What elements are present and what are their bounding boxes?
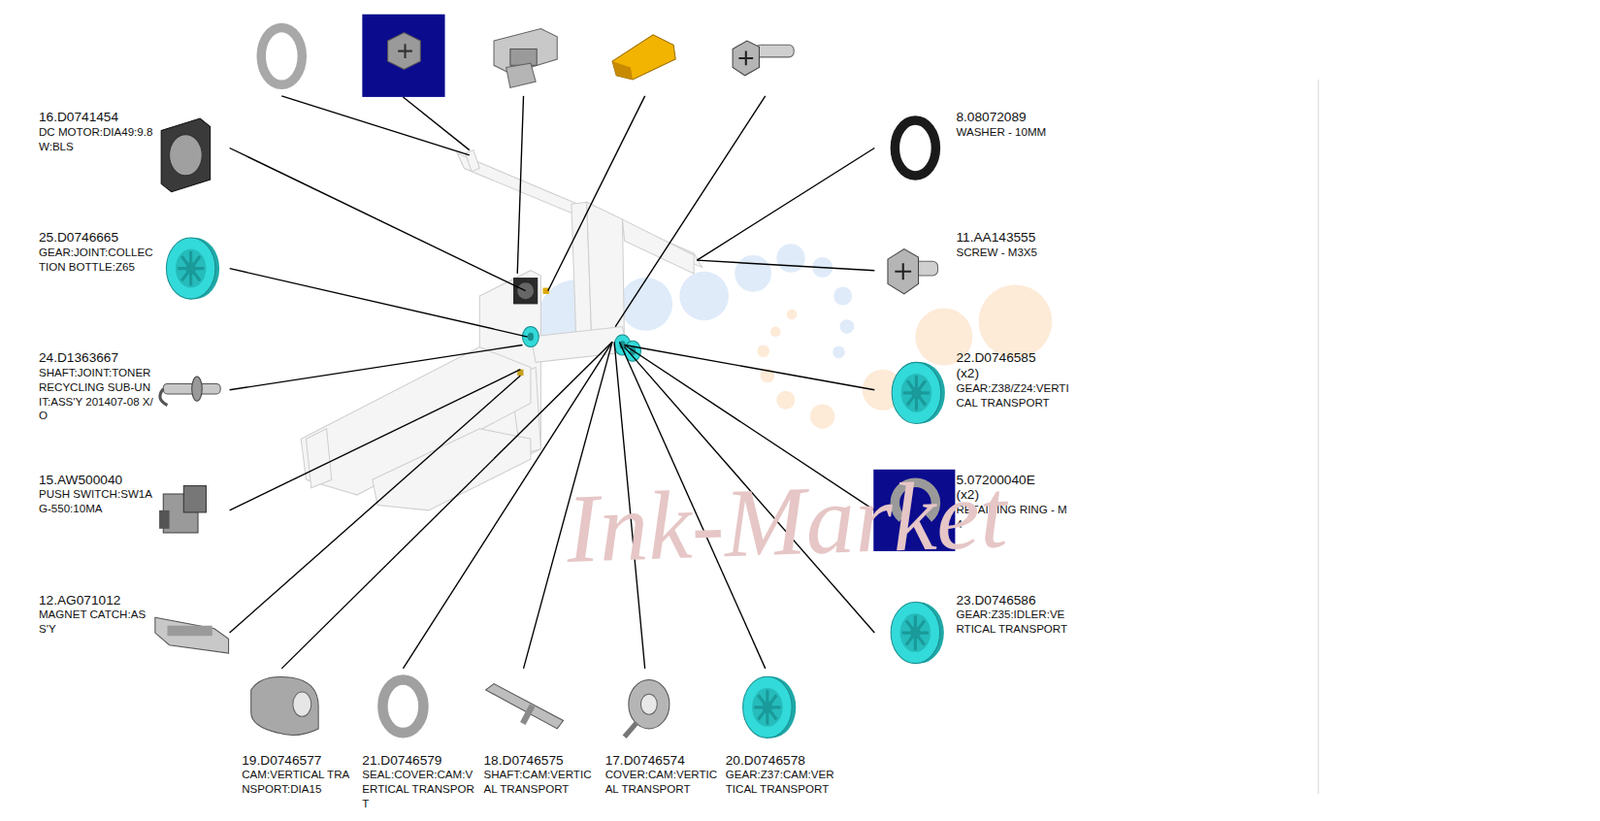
watermark: Ink-Market bbox=[564, 457, 1010, 587]
part-callout: 8.08072089WASHER - 10MM bbox=[955, 109, 1071, 139]
part-name: DC MOTOR:DIA49:9.8W:BLS bbox=[38, 124, 154, 153]
part-name: SHAFT:JOINT:TONER RECYCLING SUB-UNIT:ASS… bbox=[38, 365, 154, 424]
callout-number: 16.D0741454 bbox=[38, 109, 154, 126]
part-name: COVER:CAM:VERTICAL TRANSPORT bbox=[605, 767, 720, 796]
callout-number: 25.D0746665 bbox=[38, 229, 154, 246]
cam-cover-icon bbox=[624, 679, 670, 737]
screw-icon bbox=[887, 249, 939, 294]
part-name: GEAR:JOINT:COLLECTION BOTTLE:Z65 bbox=[38, 244, 154, 273]
callout-number: (x2) bbox=[955, 365, 1071, 382]
gear-icon bbox=[165, 237, 220, 299]
part-callout: 22.D0746585(x2)GEAR:Z38/Z24:VERTICAL TRA… bbox=[955, 350, 1071, 410]
callout-number: 20.D0746578 bbox=[725, 751, 841, 768]
callout-number: 18.D0746575 bbox=[484, 751, 599, 768]
callout-number: 11.AA143555 bbox=[955, 229, 1071, 246]
washer-icon bbox=[894, 120, 936, 176]
gear-icon bbox=[891, 361, 946, 424]
part-name: PUSH SWITCH:SW1AG-550:10MA bbox=[38, 487, 154, 516]
motor-icon bbox=[161, 118, 210, 193]
gear-icon bbox=[743, 676, 797, 738]
part-name: CAM:VERTICAL TRANSPORT:DIA15 bbox=[241, 767, 357, 796]
part-name: SEAL:COVER:CAM:VERTICAL TRANSPORT bbox=[361, 767, 477, 811]
part-name: SCREW - M3X5 bbox=[955, 244, 1071, 260]
part-callout: 15.AW500040PUSH SWITCH:SW1AG-550:10MA bbox=[38, 471, 154, 516]
callout-number: 24.D1363667 bbox=[38, 350, 154, 366]
part-callout: 19.D0746577CAM:VERTICAL TRANSPORT:DIA15 bbox=[241, 751, 357, 796]
part-name: WASHER - 10MM bbox=[955, 124, 1071, 139]
part-name: MAGNET CATCH:ASS'Y bbox=[38, 607, 154, 636]
part-name: GEAR:Z38/Z24:VERTICAL TRANSPORT bbox=[955, 380, 1071, 409]
part-callout: 12.AG071012MAGNET CATCH:ASS'Y bbox=[38, 591, 154, 636]
part-callout: 23.D0746586GEAR:Z35:IDLER:VERTICAL TRANS… bbox=[955, 591, 1071, 636]
gear-icon bbox=[890, 602, 945, 664]
leader-line bbox=[229, 96, 876, 669]
callout-number: 17.D0746574 bbox=[605, 751, 720, 768]
bracket-icon bbox=[493, 28, 557, 88]
part-callout: 24.D1363667SHAFT:JOINT:TONER RECYCLING S… bbox=[38, 350, 154, 424]
cam-icon bbox=[251, 676, 319, 735]
magnet-catch-icon bbox=[155, 617, 229, 654]
separator bbox=[1317, 79, 1319, 794]
screw-icon bbox=[388, 32, 422, 70]
part-callout: 11.AA143555SCREW - M3X5 bbox=[955, 229, 1071, 260]
callout-number: 15.AW500040 bbox=[38, 471, 154, 488]
shaft-icon bbox=[486, 684, 564, 729]
washer-icon bbox=[261, 27, 302, 85]
seal-icon bbox=[382, 679, 424, 733]
part-name: GEAR:Z37:CAM:VERTICAL TRANSPORT bbox=[725, 767, 841, 796]
callout-number: 19.D0746577 bbox=[241, 751, 357, 768]
switch-icon bbox=[159, 486, 206, 533]
part-callout: 21.D0746579SEAL:COVER:CAM:VERTICAL TRANS… bbox=[361, 751, 477, 811]
part-callout: 18.D0746575SHAFT:CAM:VERTICAL TRANSPORT bbox=[484, 751, 599, 796]
part-callout: 25.D0746665GEAR:JOINT:COLLECTION BOTTLE:… bbox=[38, 229, 154, 274]
part-name: GEAR:Z35:IDLER:VERTICAL TRANSPORT bbox=[955, 607, 1071, 636]
part-name: SHAFT:CAM:VERTICAL TRANSPORT bbox=[484, 767, 599, 796]
part-callout: 16.D0741454DC MOTOR:DIA49:9.8W:BLS bbox=[38, 109, 154, 154]
screw-icon bbox=[732, 40, 794, 76]
shaft-icon bbox=[160, 376, 221, 405]
callout-number: 8.08072089 bbox=[955, 109, 1071, 126]
latch-icon bbox=[612, 34, 676, 80]
callout-number: 22.D0746585 bbox=[955, 350, 1071, 366]
screw-icon-box bbox=[361, 14, 445, 98]
callout-number: 23.D0746586 bbox=[955, 591, 1071, 608]
part-callout: 20.D0746578GEAR:Z37:CAM:VERTICAL TRANSPO… bbox=[725, 751, 841, 796]
part-callout: 17.D0746574COVER:CAM:VERTICAL TRANSPORT bbox=[605, 751, 720, 796]
callout-number: 12.AG071012 bbox=[38, 591, 154, 608]
callout-number: 21.D0746579 bbox=[361, 751, 477, 768]
